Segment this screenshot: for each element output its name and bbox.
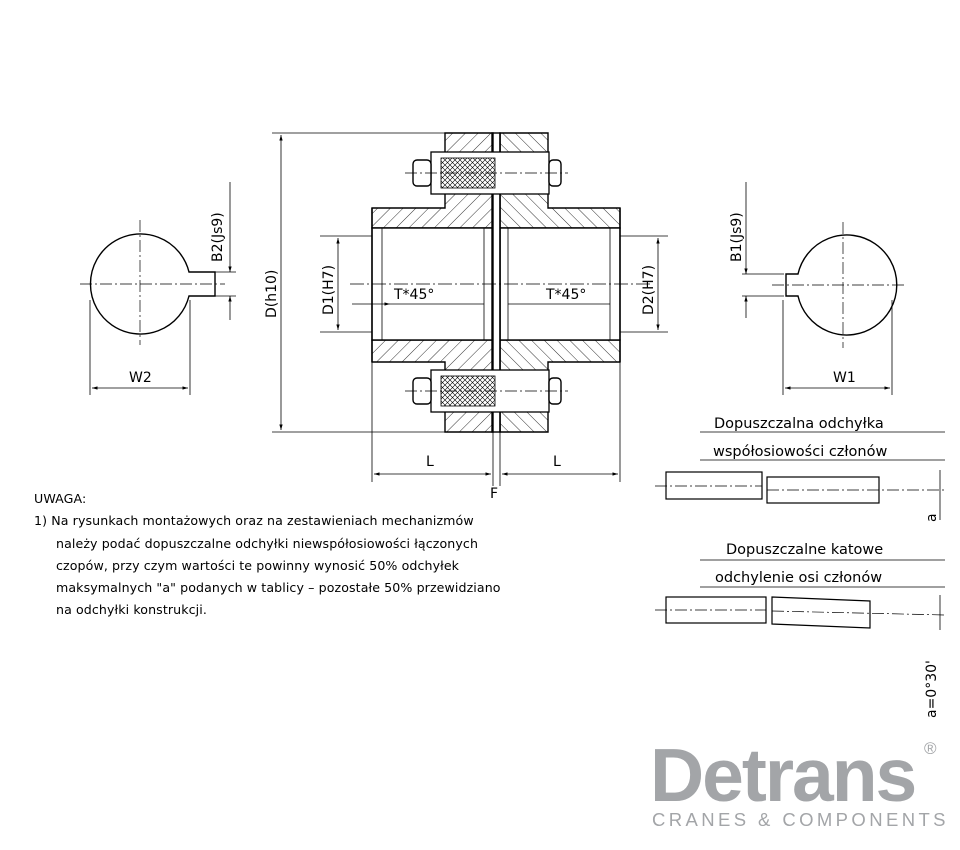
note-line-5: na odchyłki konstrukcji. (56, 602, 207, 618)
angular-misalignment-panel (655, 559, 946, 630)
note-block: UWAGA: 1) Na rysunkach montażowych oraz … (34, 488, 614, 622)
parallel-title-1: Dopuszczalna odchyłka (714, 416, 884, 432)
right-shaft-section (742, 182, 905, 395)
l-left-label: L (426, 454, 434, 470)
b2-label: B2(Js9) (210, 212, 226, 262)
note-line-1: 1) Na rysunkach montażowych oraz na zest… (34, 513, 474, 529)
note-heading: UWAGA: (34, 491, 87, 506)
logo-tagline: CRANES & COMPONENTS (652, 809, 949, 830)
dimension-d2 (620, 235, 668, 333)
coupling-cross-section (350, 132, 650, 433)
d-label: D(h10) (264, 270, 280, 318)
logo-registered-mark: ® (924, 739, 937, 758)
a-small-label: a (924, 513, 940, 522)
angular-title-1: Dopuszczalne katowe (726, 542, 883, 558)
logo-name: Detrans (650, 733, 917, 817)
left-shaft-section (80, 182, 236, 395)
d2-label: D2(H7) (641, 265, 657, 315)
a-angle-label: a=0°30' (924, 660, 940, 718)
detrans-logo: Detrans ® CRANES & COMPONENTS (650, 735, 950, 835)
note-line-4: maksymalnych "a" podanych w tablicy – po… (56, 580, 501, 596)
dimension-d1 (320, 235, 372, 333)
parallel-misalignment-panel (655, 431, 945, 520)
w2-label: W2 (129, 370, 152, 386)
dimension-l-f (371, 362, 621, 486)
chamfer-right-label: T*45° (545, 287, 586, 303)
note-line-3: czopów, przy czym wartości te powinny wy… (56, 557, 460, 573)
angular-title-2: odchylenie osi członów (715, 570, 882, 586)
d1-label: D1(H7) (321, 265, 337, 315)
f-label: F (490, 486, 498, 502)
b1-label: B1(Js9) (729, 212, 745, 262)
l-right-label: L (553, 454, 561, 470)
note-line-2: należy podać dopuszczalne odchyłki niews… (56, 535, 479, 551)
parallel-title-2: współosiowości członów (713, 444, 887, 460)
w1-label: W1 (833, 370, 856, 386)
chamfer-left-label: T*45° (393, 287, 434, 303)
dimension-d (272, 132, 445, 433)
